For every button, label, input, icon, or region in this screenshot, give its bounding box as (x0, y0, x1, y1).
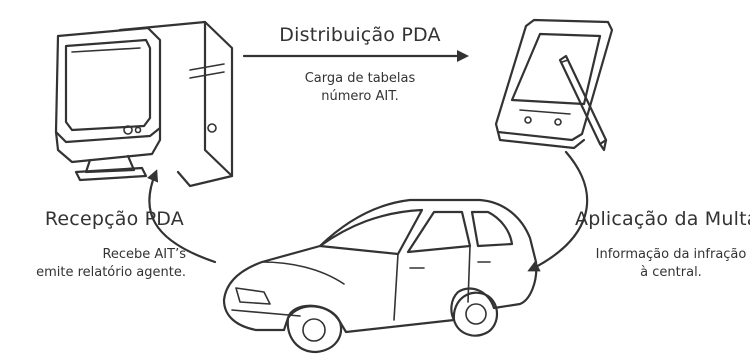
desktop-computer-icon (54, 20, 234, 188)
reception-desc-line1: Recebe AIT’s (102, 247, 186, 262)
distribution-desc-line1: Carga de tabelas (304, 71, 416, 86)
application-desc-line1: Informação da infração (595, 247, 747, 262)
pda-stylus-icon (494, 18, 614, 152)
arrow-application (527, 150, 589, 272)
application-title: Aplicação da Multa (575, 208, 750, 230)
arrow-reception (146, 169, 217, 264)
reception-title: Recepção PDA (44, 208, 184, 230)
distribution-desc-line2: número AIT. (321, 89, 399, 104)
distribution-title: Distribuição PDA (279, 24, 441, 46)
application-desc-line2: à central. (640, 265, 702, 280)
car-icon (222, 198, 538, 354)
reception-desc-line2: emite relatório agente. (36, 265, 186, 280)
